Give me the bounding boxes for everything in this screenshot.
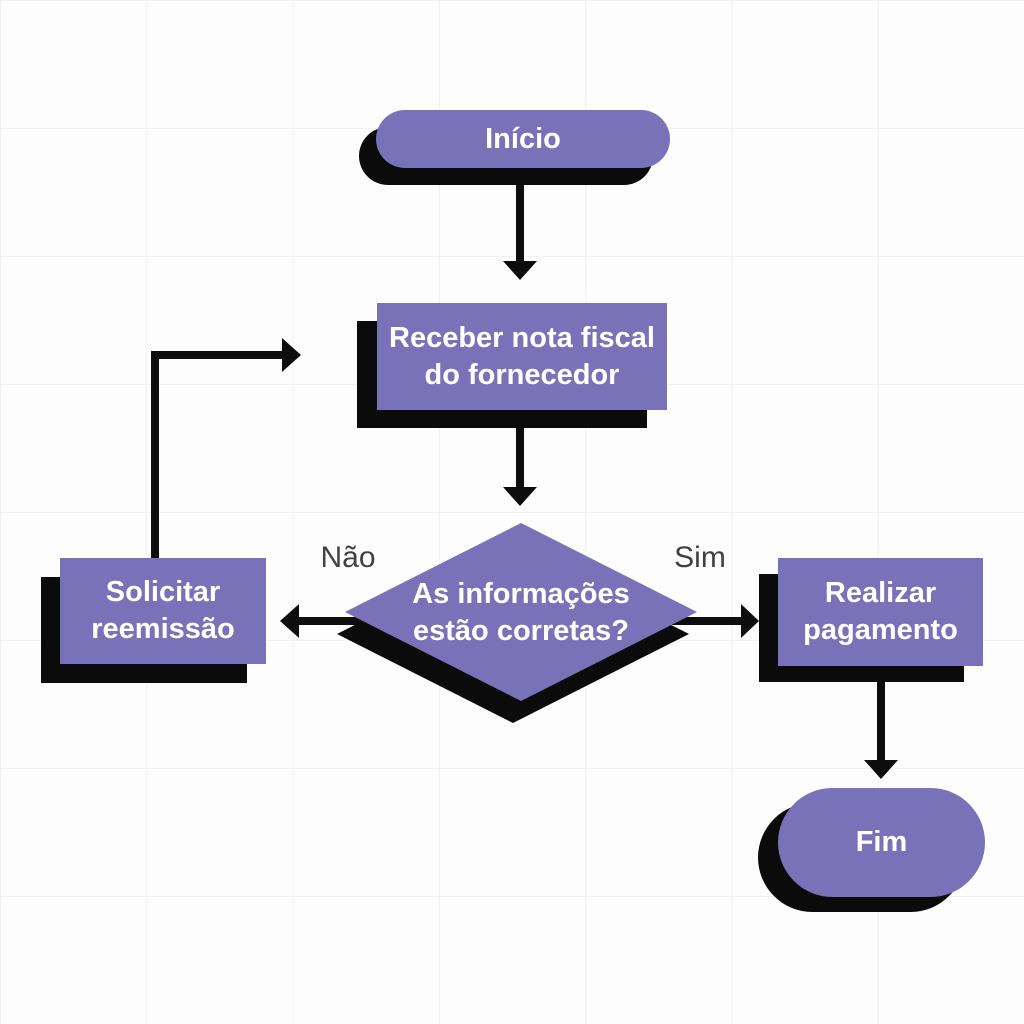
- node-receive-invoice: Receber nota fiscal do fornecedor: [377, 303, 667, 410]
- branch-label-no: Não: [320, 541, 376, 574]
- arrow-receive-to-decision-head: [503, 487, 537, 506]
- arrow-start-to-receive-head: [503, 261, 537, 280]
- node-end-label: Fim: [855, 826, 908, 858]
- node-request-reissue-line1: Solicitar: [105, 576, 221, 608]
- node-start: Início: [376, 110, 670, 168]
- arrow-pay-to-end-head: [864, 760, 898, 779]
- arrow-reissue-to-receive-head: [282, 338, 301, 372]
- node-start-label: Início: [485, 122, 561, 155]
- arrow-decision-to-reissue-head: [280, 604, 299, 638]
- decision-diamond-shape: [345, 523, 697, 701]
- node-receive-invoice-line1: Receber nota fiscal: [389, 321, 655, 354]
- node-make-payment-line1: Realizar: [824, 577, 937, 609]
- node-make-payment-line2: pagamento: [803, 614, 958, 646]
- node-end: Fim: [778, 788, 985, 897]
- node-make-payment: Realizar pagamento: [778, 558, 983, 666]
- arrow-decision-to-pay-head: [741, 604, 759, 638]
- node-request-reissue-line2: reemissão: [91, 613, 235, 645]
- arrow-reissue-to-receive-line: [151, 351, 283, 562]
- node-request-reissue: Solicitar reemissão: [60, 558, 266, 664]
- branch-label-yes: Sim: [674, 541, 726, 574]
- node-receive-invoice-line2: do fornecedor: [424, 358, 620, 391]
